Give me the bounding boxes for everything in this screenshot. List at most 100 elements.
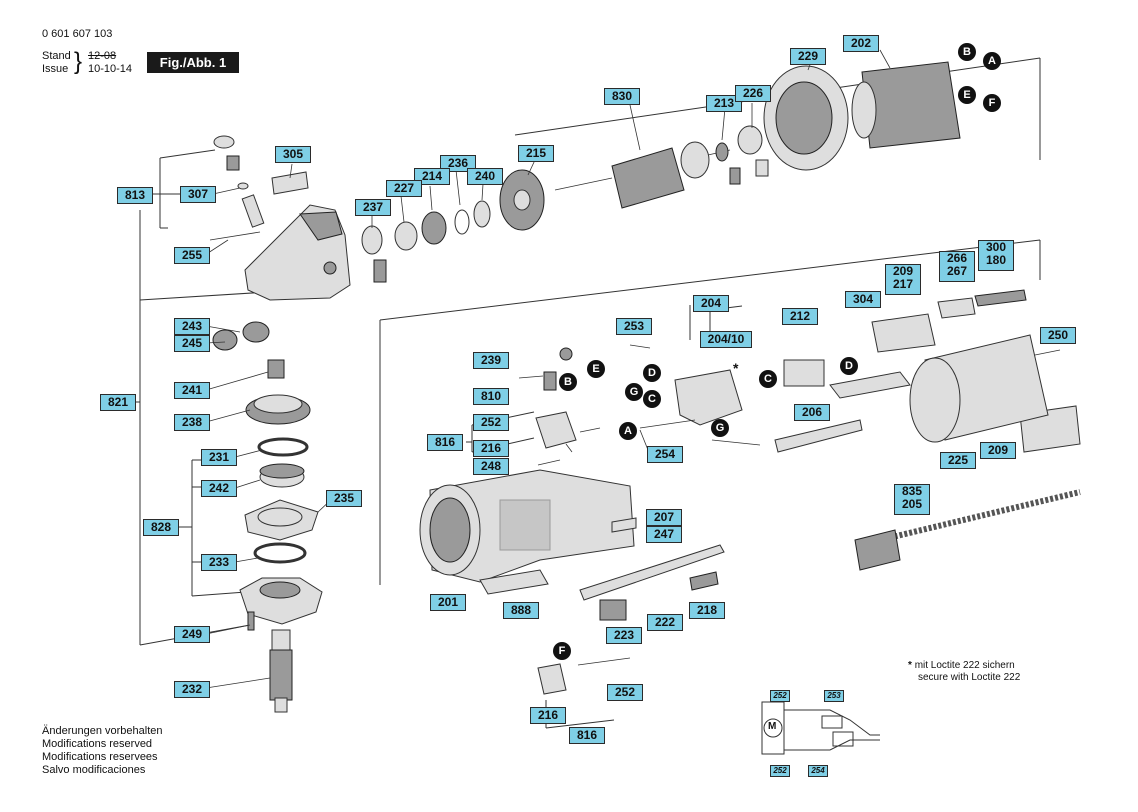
issue-label: Issue — [42, 63, 69, 75]
part-tag-231[interactable]: 231 — [201, 449, 237, 466]
footer-line-de: Änderungen vorbehalten — [42, 725, 163, 737]
part-tag-206[interactable]: 206 — [794, 404, 830, 421]
part-tag-209-label: 209 — [892, 264, 914, 278]
part-tag-216b[interactable]: 216 — [530, 707, 566, 724]
part-tag-236[interactable]: 236 — [440, 155, 476, 172]
part-tag-830[interactable]: 830 — [604, 88, 640, 105]
part-tag-888[interactable]: 888 — [503, 602, 539, 619]
part-tag-247[interactable]: 247 — [646, 526, 682, 543]
connector-b2-icon: B — [559, 373, 577, 391]
part-tag-813[interactable]: 813 — [117, 187, 153, 204]
loctite-note-line1: * mit Loctite 222 sichern — [908, 660, 1015, 671]
part-tag-250[interactable]: 250 — [1040, 327, 1076, 344]
part-tag-266-label: 266 — [946, 251, 968, 265]
part-tag-227[interactable]: 227 — [386, 180, 422, 197]
part-tag-202[interactable]: 202 — [843, 35, 879, 52]
part-tag-215[interactable]: 215 — [518, 145, 554, 162]
part-tag-204-10[interactable]: 204/10 — [700, 331, 752, 348]
footer-line-es: Salvo modificaciones — [42, 764, 146, 776]
part-tag-214[interactable]: 214 — [414, 168, 450, 185]
footer-line-fr: Modifications reservees — [42, 751, 158, 763]
part-tag-212[interactable]: 212 — [782, 308, 818, 325]
new-date: 10-10-14 — [88, 63, 133, 75]
part-tag-245[interactable]: 245 — [174, 335, 210, 352]
part-tag-816b[interactable]: 816 — [569, 727, 605, 744]
part-tag-835-label: 835 — [901, 484, 923, 498]
part-tag-226[interactable]: 226 — [735, 85, 771, 102]
bracket-813 — [148, 149, 216, 229]
part-tag-240[interactable]: 240 — [467, 168, 503, 185]
footer-line-en: Modifications reserved — [42, 738, 153, 750]
part-tag-233[interactable]: 233 — [201, 554, 237, 571]
part-tag-209b[interactable]: 209 — [980, 442, 1016, 459]
loctite-note-line2: secure with Loctite 222 — [908, 672, 1020, 684]
schematic-tag-253[interactable]: 253 — [824, 690, 844, 702]
part-tag-253[interactable]: 253 — [616, 318, 652, 335]
connector-c-icon: C — [643, 390, 661, 408]
part-tag-217-label: 217 — [892, 277, 914, 291]
loctite-note-en: secure with Loctite 222 — [918, 672, 1021, 683]
motor-symbol: M — [768, 721, 777, 732]
part-tag-205-label: 205 — [901, 497, 923, 511]
part-tag-207[interactable]: 207 — [646, 509, 682, 526]
connector-g2-icon: G — [711, 419, 729, 437]
part-tag-242[interactable]: 242 — [201, 480, 237, 497]
part-tag-816[interactable]: 816 — [427, 434, 463, 451]
part-tag-238[interactable]: 238 — [174, 414, 210, 431]
loctite-note-de: mit Loctite 222 sichern — [914, 660, 1015, 671]
connector-d2-icon: D — [840, 357, 858, 375]
stand-label: Stand — [42, 50, 71, 62]
bracket-828 — [178, 459, 247, 597]
connector-b-icon: B — [958, 43, 976, 61]
part-tag-243[interactable]: 243 — [174, 318, 210, 335]
brace-glyph: } — [74, 48, 83, 75]
connector-e2-icon: E — [587, 360, 605, 378]
schematic-tag-252b[interactable]: 252 — [770, 765, 790, 777]
part-tag-248[interactable]: 248 — [473, 458, 509, 475]
part-tag-218[interactable]: 218 — [689, 602, 725, 619]
connector-c2-icon: C — [759, 370, 777, 388]
part-tag-307[interactable]: 307 — [180, 186, 216, 203]
part-tag-216[interactable]: 216 — [473, 440, 509, 457]
part-tag-222[interactable]: 222 — [647, 614, 683, 631]
part-tag-252b[interactable]: 252 — [607, 684, 643, 701]
part-tag-821[interactable]: 821 — [100, 394, 136, 411]
part-tag-305[interactable]: 305 — [275, 146, 311, 163]
part-tag-235[interactable]: 235 — [326, 490, 362, 507]
part-tag-180-label: 180 — [985, 253, 1007, 267]
part-tag-241[interactable]: 241 — [174, 382, 210, 399]
part-tag-252[interactable]: 252 — [473, 414, 509, 431]
part-tag-204[interactable]: 204 — [693, 295, 729, 312]
connector-f-icon: F — [983, 94, 1001, 112]
part-tag-255[interactable]: 255 — [174, 247, 210, 264]
part-tag-239[interactable]: 239 — [473, 352, 509, 369]
part-tag-213[interactable]: 213 — [706, 95, 742, 112]
connector-a2-icon: A — [619, 422, 637, 440]
part-tag-267-label: 267 — [946, 264, 968, 278]
part-tag-810[interactable]: 810 — [473, 388, 509, 405]
document-number: 0 601 607 103 — [42, 28, 113, 40]
loctite-note: * mit Loctite 222 sichern secure with Lo… — [908, 660, 1020, 684]
schematic-tag-254[interactable]: 254 — [808, 765, 828, 777]
part-tag-232[interactable]: 232 — [174, 681, 210, 698]
part-tag-254[interactable]: 254 — [647, 446, 683, 463]
part-tag-229[interactable]: 229 — [790, 48, 826, 65]
part-tag-237[interactable]: 237 — [355, 199, 391, 216]
part-tag-223[interactable]: 223 — [606, 627, 642, 644]
part-tag-828[interactable]: 828 — [143, 519, 179, 536]
loctite-star-icon: * — [733, 360, 739, 376]
connector-g-icon: G — [625, 383, 643, 401]
schematic-tag-252a[interactable]: 252 — [770, 690, 790, 702]
old-date: 12-08 — [88, 50, 117, 62]
modifications-notice: Änderungen vorbehalten Modifications res… — [42, 725, 162, 777]
part-tag-201[interactable]: 201 — [430, 594, 466, 611]
part-tag-225[interactable]: 225 — [940, 452, 976, 469]
connector-e-icon: E — [958, 86, 976, 104]
part-tag-249[interactable]: 249 — [174, 626, 210, 643]
part-tag-304[interactable]: 304 — [845, 291, 881, 308]
